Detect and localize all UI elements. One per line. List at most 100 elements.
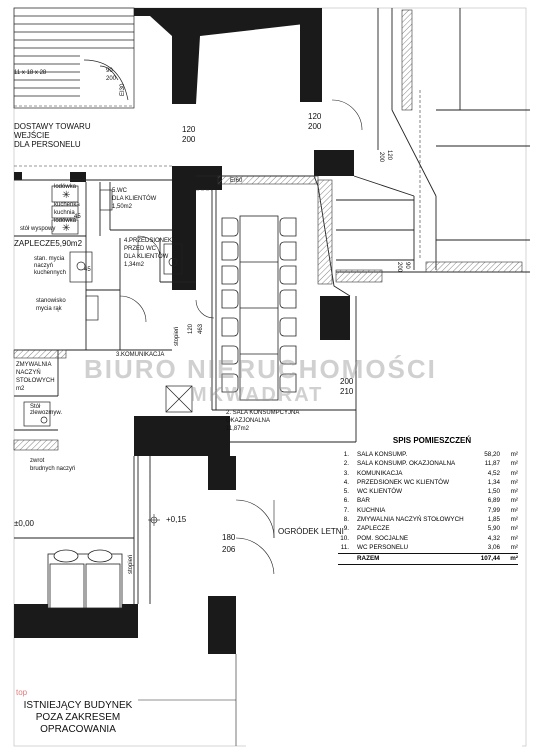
delivery-line-1: DOSTAWY TOWARU	[14, 122, 91, 131]
room-name: ZAPLECZE	[357, 525, 390, 533]
room-area: 11,87	[484, 460, 500, 468]
room-row: 10. POM. SOCJALNE 4,32 m²	[338, 534, 518, 543]
fire-rating-ei60: EI60	[230, 178, 243, 184]
logo-mark: top	[16, 688, 28, 697]
steps	[138, 654, 237, 746]
door-dim-90: 90	[404, 262, 410, 269]
room-unit: m²	[510, 469, 518, 477]
label-occasional-hall-1: 2. SALA KONSUMPCYJNA	[226, 410, 300, 416]
door-dim-180: 180	[222, 533, 236, 542]
room-area: 6,89	[487, 497, 500, 505]
room-unit: m²	[510, 478, 518, 486]
total-area: 107,44	[480, 555, 500, 563]
room-name: POM. SOCJALNE	[357, 534, 409, 542]
label-summer-garden: OGRÓDEK LETNI	[278, 527, 344, 536]
label-occasional-hall-3: 11,87m2	[226, 426, 249, 432]
label-zmywalnia-1: ZMYWALNIA	[16, 362, 52, 368]
dim-200: 200	[340, 377, 354, 386]
room-unit: m²	[510, 525, 518, 533]
room-area: 1,34	[487, 478, 500, 486]
door-dim-right-top: 120	[308, 112, 322, 121]
label-sink-1: stan. mycia	[34, 256, 65, 262]
room-unit: m²	[510, 460, 518, 468]
room-name: BAR	[357, 497, 370, 505]
label-wc-1: 5.WC	[112, 188, 127, 194]
room-area: 58,20	[484, 451, 500, 458]
room-number: 4.	[343, 478, 349, 486]
room-unit: m²	[510, 534, 518, 542]
room-number: 8.	[343, 516, 349, 524]
room-name: KUCHNIA	[357, 506, 386, 514]
door-dim-vert-2: 200	[378, 152, 384, 163]
room-name: SALA KONSUMP. OKAZJONALNA	[357, 460, 456, 468]
door-dim-vert-1: 120	[386, 150, 392, 161]
label-handwash-1: stanowisko	[36, 298, 66, 304]
label-handwash-2: mycia rąk	[36, 306, 62, 312]
room-number: 2.	[343, 460, 349, 468]
svg-text:✳: ✳	[62, 190, 70, 201]
room-number: 3.	[343, 469, 349, 477]
svg-text:✳: ✳	[62, 223, 70, 234]
door-dim-left-bottom: 200	[182, 135, 196, 144]
dim-463: 463	[198, 323, 204, 334]
height-45-bottom: 45	[84, 267, 91, 273]
watermark-line-1: BIURO NIERUCHOMOŚCI	[84, 354, 437, 384]
room-number: 11.	[340, 543, 349, 551]
label-island-table: stół wyspowy	[20, 226, 56, 232]
room-area: 3,06	[487, 543, 500, 551]
hatched-walls	[13, 9, 523, 451]
level-right: +0,15	[166, 515, 187, 524]
label-return-1: zwrot	[30, 458, 45, 464]
height-45-top: 45	[74, 214, 81, 220]
room-area: 1,50	[487, 488, 500, 496]
label-zmywalnia-3: STOŁOWYCH	[16, 378, 55, 384]
label-zmywalnia-4: m2	[16, 386, 25, 392]
room-schedule-title: SPIS POMIESZCZEŃ	[392, 436, 472, 445]
delivery-line-2: WEJŚCIE	[14, 131, 50, 140]
label-return-2: brudnych naczyń	[30, 466, 76, 472]
room-number: 10.	[340, 534, 349, 542]
label-vestibule-4: 1,34m2	[124, 262, 145, 268]
room-name: KOMUNIKACJA	[357, 469, 403, 477]
room-area: 4,52	[487, 469, 500, 477]
structural-walls	[14, 8, 354, 654]
room-schedule-total: RAZEM 107,44 m²	[338, 553, 518, 565]
room-row: 2. SALA KONSUMP. OKAZJONALNA 11,87 m²	[338, 459, 518, 468]
room-area: 1,85	[487, 516, 500, 524]
chairs	[221, 217, 297, 393]
label-fridge-1: lodówka	[54, 184, 77, 190]
stairs-dim-bottom: 200	[106, 76, 117, 82]
room-area: 5,90	[487, 525, 500, 533]
kitchen-fixtures: ✳ ✳	[23, 185, 183, 427]
existing-building-note: ISTNIEJĄCY BUDYNEK POZA ZAKRESEM OPRACOW…	[16, 700, 140, 736]
dim-210: 210	[340, 387, 354, 396]
dining-table-group	[239, 215, 279, 401]
dashed-guides	[14, 90, 421, 600]
room-number: 7.	[343, 506, 349, 514]
label-vestibule-3: DLA KLIENTÓW	[124, 254, 169, 260]
room-row: 3. KOMUNIKACJA 4,52 m²	[338, 469, 518, 478]
stairs-fire-code: EI30	[120, 83, 126, 96]
cross-box	[165, 385, 193, 413]
room-name: WC KLIENTÓW	[357, 488, 403, 496]
label-fridge-2: lodówka	[54, 218, 77, 224]
stairs-dim-top: 90	[106, 68, 113, 74]
door-dim-206: 206	[222, 545, 236, 554]
door-dim-right-bottom: 200	[308, 122, 322, 131]
note-line-3: OPRACOWANIA	[40, 724, 116, 735]
room-unit: m²	[510, 506, 518, 514]
room-number: 5.	[343, 488, 349, 496]
label-step-1: stopień	[128, 554, 134, 574]
room-area: 4,32	[487, 534, 500, 542]
label-stove: kuchenka	[54, 202, 80, 208]
stairs-label: 11 x 18 x 28	[14, 70, 47, 76]
label-sink-3: kuchennych	[34, 270, 67, 276]
